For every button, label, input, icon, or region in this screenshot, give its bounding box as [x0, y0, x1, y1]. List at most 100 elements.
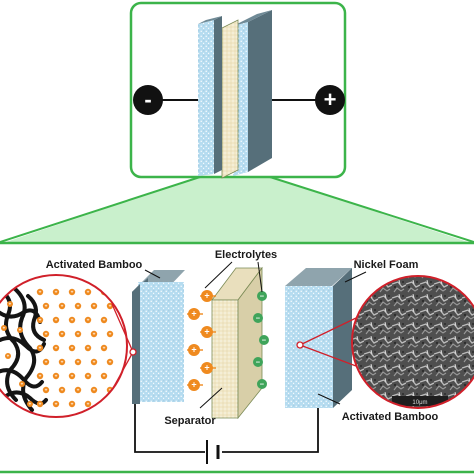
svg-text:+: +	[103, 374, 106, 379]
right-electrode	[285, 268, 352, 408]
svg-text:+: +	[71, 374, 74, 379]
svg-text:−: −	[262, 335, 267, 344]
label-separator: Separator	[164, 415, 216, 427]
adsorbed-cation: +	[100, 316, 108, 323]
cation-ion: +	[182, 344, 203, 356]
adsorbed-cation: +	[74, 386, 82, 393]
svg-text:+: +	[55, 402, 58, 407]
svg-text:+: +	[61, 332, 64, 337]
adsorbed-cation: +	[58, 386, 66, 393]
svg-text:+: +	[55, 290, 58, 295]
svg-text:+: +	[93, 332, 96, 337]
adsorbed-cation: +	[84, 316, 92, 323]
svg-text:+: +	[45, 304, 48, 309]
svg-text:+: +	[3, 325, 6, 330]
adsorbed-cation: +	[100, 344, 108, 351]
svg-text:+: +	[77, 360, 80, 365]
adsorbed-cation: +	[74, 330, 82, 337]
adsorbed-cation: +	[19, 381, 25, 387]
cation-ion: +	[182, 379, 203, 391]
adsorbed-cation: +	[52, 288, 60, 295]
adsorbed-cation: +	[42, 386, 50, 393]
adsorbed-cation: +	[36, 372, 44, 379]
adsorbed-cation: +	[1, 325, 7, 331]
svg-text:−: −	[260, 291, 265, 300]
adsorbed-cation: +	[58, 302, 66, 309]
adsorbed-cation: +	[90, 302, 98, 309]
adsorbed-cation: +	[106, 330, 114, 337]
svg-text:+: +	[77, 332, 80, 337]
left-magnified-view: + + + + + + + + + + + + + + + + + + + + + + + + + + + + + + + + + + + + + + + +…	[0, 274, 137, 418]
adsorbed-cation: +	[68, 400, 76, 407]
anion-group: − − − − −	[253, 291, 269, 389]
adsorbed-cation: +	[90, 330, 98, 337]
svg-text:+: +	[21, 381, 24, 386]
anion-ion: −	[259, 335, 269, 345]
cation-ion: +	[195, 290, 216, 302]
adsorbed-cation: +	[106, 358, 114, 365]
svg-text:+: +	[45, 360, 48, 365]
svg-text:+: +	[71, 402, 74, 407]
adsorbed-cation: +	[52, 372, 60, 379]
svg-text:+: +	[109, 332, 112, 337]
adsorbed-cation: +	[100, 400, 108, 407]
adsorbed-cation: +	[52, 400, 60, 407]
label-electrolytes: Electrolytes	[215, 249, 277, 261]
leader-separator	[199, 387, 223, 409]
svg-text:−: −	[256, 357, 261, 366]
adsorbed-cation: +	[68, 316, 76, 323]
svg-text:+: +	[93, 304, 96, 309]
svg-text:+: +	[77, 304, 80, 309]
adsorbed-cation: +	[68, 288, 76, 295]
svg-text:+: +	[93, 388, 96, 393]
adsorbed-cation: +	[17, 327, 23, 333]
adsorbed-cation: +	[5, 353, 11, 359]
svg-text:+: +	[55, 346, 58, 351]
projection-line-right	[269, 176, 474, 243]
svg-text:+: +	[61, 304, 64, 309]
svg-text:+: +	[87, 290, 90, 295]
svg-text:+: +	[55, 318, 58, 323]
svg-text:+: +	[103, 346, 106, 351]
right-magnified-view-sem: 10μm	[296, 275, 474, 409]
svg-text:+: +	[39, 318, 42, 323]
svg-text:+: +	[61, 388, 64, 393]
cation-ion: +	[195, 362, 216, 374]
adsorbed-cation: +	[74, 358, 82, 365]
svg-text:+: +	[87, 318, 90, 323]
leader-activated-bamboo-right	[317, 393, 341, 405]
negative-terminal	[133, 85, 163, 115]
adsorbed-cation: +	[68, 344, 76, 351]
adsorbed-cation: +	[84, 344, 92, 351]
svg-text:−: −	[256, 313, 261, 322]
anion-ion: −	[253, 313, 263, 323]
svg-text:+: +	[109, 304, 112, 309]
adsorbed-cation: +	[42, 302, 50, 309]
negative-terminal-sign: -	[144, 87, 151, 112]
svg-text:+: +	[39, 346, 42, 351]
adsorbed-cation: +	[36, 288, 44, 295]
anion-ion: −	[253, 357, 263, 367]
cation-group: ++++++	[182, 290, 216, 391]
svg-text:+: +	[77, 388, 80, 393]
anion-ion: −	[257, 379, 267, 389]
carbon-fiber	[26, 294, 46, 342]
projection-line-left	[0, 176, 201, 243]
svg-text:+: +	[109, 360, 112, 365]
adsorbed-cation: +	[58, 330, 66, 337]
external-circuit-wire-right	[222, 404, 319, 453]
svg-text:+: +	[29, 401, 32, 406]
svg-text:+: +	[87, 374, 90, 379]
svg-text:+: +	[55, 374, 58, 379]
leader-activated-bamboo-left	[144, 269, 161, 279]
top-device	[198, 10, 272, 179]
separator-membrane	[211, 266, 263, 420]
leader-electrolytes-anion	[257, 261, 263, 293]
adsorbed-cation: +	[7, 301, 13, 307]
svg-text:+: +	[39, 290, 42, 295]
svg-text:+: +	[19, 327, 22, 332]
svg-text:+: +	[191, 380, 196, 390]
label-activated-bamboo-left: Activated Bamboo	[46, 259, 143, 271]
svg-text:+: +	[191, 345, 196, 355]
